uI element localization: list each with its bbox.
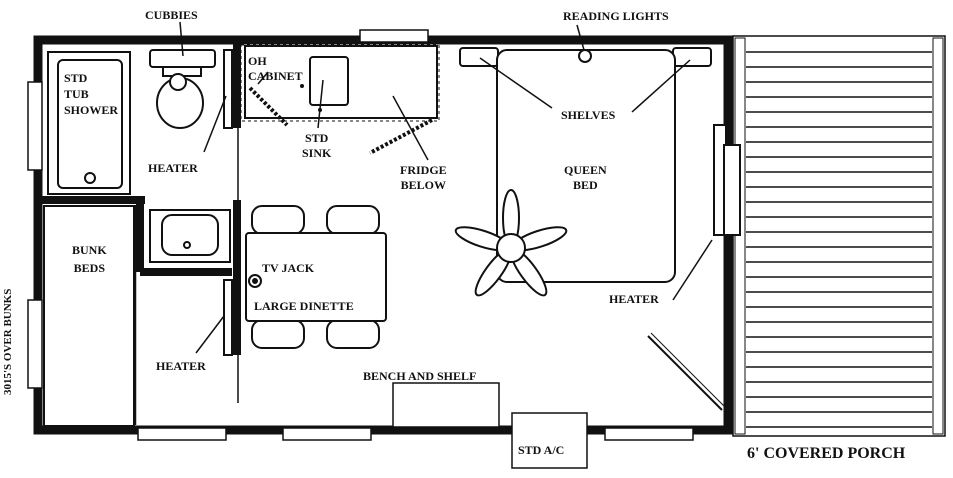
windows	[27, 81, 694, 441]
label-std-tub-shower: STD TUB SHOWER	[64, 71, 119, 117]
label-heater-right: HEATER	[609, 292, 659, 306]
label-heater-left: HEATER	[156, 359, 206, 373]
bunk-beds	[43, 205, 135, 427]
label-over-bunks: 3015'S OVER BUNKS	[2, 288, 14, 395]
tub-shower	[47, 51, 131, 195]
label-bunk-beds: BUNK BEDS	[72, 243, 107, 275]
label-oh-cabinet: OH CABINET	[248, 54, 303, 83]
label-shelves: SHELVES	[561, 108, 616, 122]
label-reading-lights: READING LIGHTS	[563, 9, 669, 23]
toilet	[149, 49, 216, 129]
ceiling-fan	[454, 189, 568, 297]
dinette	[245, 205, 387, 349]
label-large-dinette: LARGE DINETTE	[254, 299, 354, 313]
covered-porch	[732, 35, 946, 437]
label-bench-and-shelf: BENCH AND SHELF	[363, 369, 477, 383]
label-queen-bed: QUEEN BED	[564, 163, 607, 192]
bath-sink	[149, 209, 231, 263]
label-tv-jack: TV JACK	[262, 261, 315, 275]
queen-bed	[459, 47, 712, 283]
label-std-ac: STD A/C	[518, 443, 565, 457]
label-cubbies: CUBBIES	[145, 8, 198, 22]
kitchen-counter	[240, 29, 440, 155]
leader-lines	[179, 21, 713, 354]
label-std-sink: STD SINK	[302, 131, 332, 160]
interior-walls	[40, 42, 241, 355]
label-fridge-below: FRIDGE BELOW	[400, 163, 447, 192]
label-covered-porch: 6' COVERED PORCH	[747, 445, 906, 462]
label-heater-bath: HEATER	[148, 161, 198, 175]
